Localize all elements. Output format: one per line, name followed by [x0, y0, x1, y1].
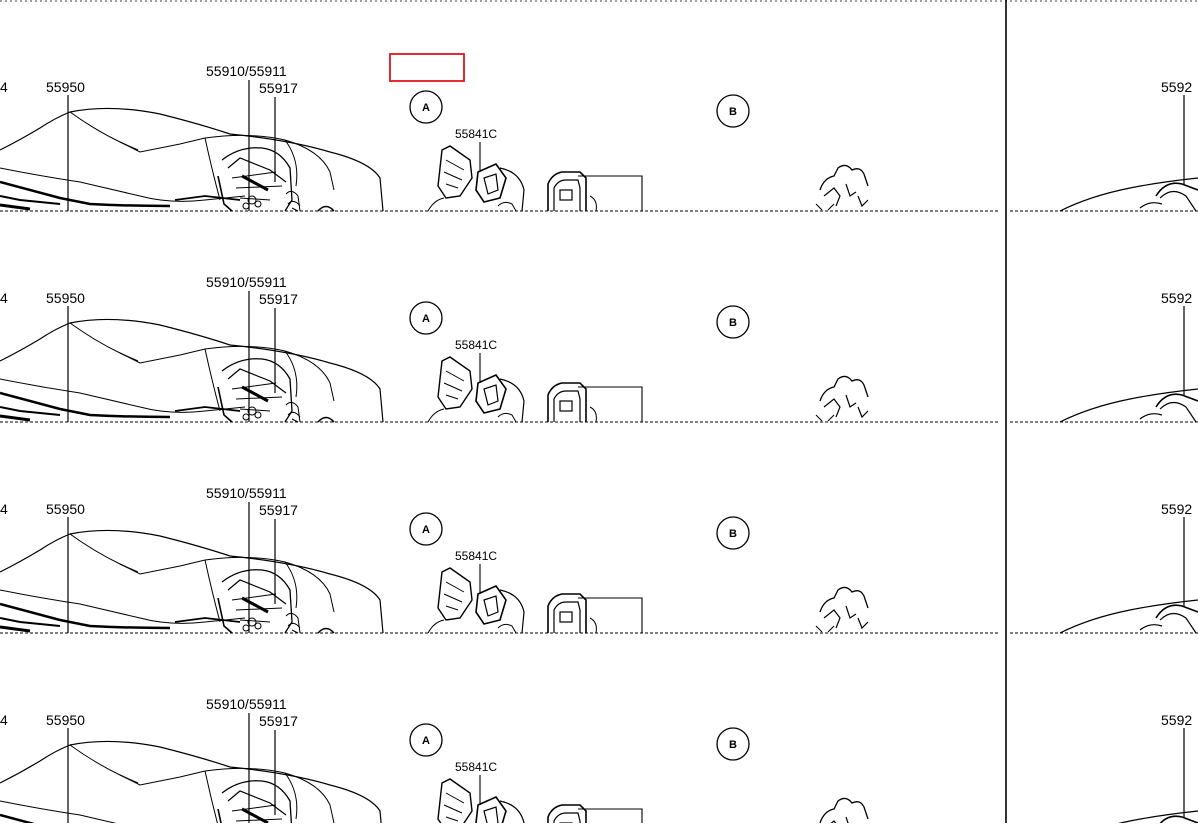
callout-b[interactable]: B	[716, 94, 750, 128]
callout-a-label: A	[422, 102, 430, 114]
callout-a[interactable]: A	[409, 723, 443, 757]
callout-a[interactable]: A	[409, 90, 443, 124]
callout-b-label: B	[729, 528, 737, 540]
callout-a-label: A	[422, 735, 430, 747]
callout-b-label: B	[729, 106, 737, 118]
part-label-55950: 55950	[46, 501, 85, 517]
part-label-55917: 55917	[259, 502, 298, 518]
part-label-55841c: 55841C	[455, 338, 497, 352]
part-label-55917: 55917	[259, 713, 298, 729]
part-label-left-edge: 4	[0, 79, 8, 95]
part-label-55841c: 55841C	[455, 549, 497, 563]
part-label-55910-55911: 55910/55911	[206, 696, 287, 712]
part-label-55950: 55950	[46, 79, 85, 95]
part-label-55910-55911: 55910/55911	[206, 485, 287, 501]
part-label-right-edge: 5592	[1161, 79, 1192, 95]
part-label-55910-55911: 55910/55911	[206, 274, 287, 290]
part-label-55917: 55917	[259, 80, 298, 96]
callout-b[interactable]: B	[716, 305, 750, 339]
part-label-left-edge: 4	[0, 712, 8, 728]
part-label-right-edge: 5592	[1161, 712, 1192, 728]
callout-a-label: A	[422, 524, 430, 536]
part-label-left-edge: 4	[0, 290, 8, 306]
highlight-box[interactable]	[389, 53, 465, 82]
callout-a[interactable]: A	[409, 301, 443, 335]
part-label-right-edge: 5592	[1161, 501, 1192, 517]
callout-b-label: B	[729, 739, 737, 751]
part-label-55841c: 55841C	[455, 127, 497, 141]
part-label-55950: 55950	[46, 290, 85, 306]
callout-b[interactable]: B	[716, 727, 750, 761]
part-label-right-edge: 5592	[1161, 290, 1192, 306]
part-label-55841c: 55841C	[455, 760, 497, 774]
part-label-55917: 55917	[259, 291, 298, 307]
diagram-strip: 4 55950 55910/55911 55917 55841C 5592 A …	[0, 696, 1198, 828]
diagram-strip: 4 55950 55910/55911 55917 55841C 5592 A …	[0, 274, 1198, 424]
diagram-strip: 4 55950 55910/55911 55917 55841C 5592 A …	[0, 485, 1198, 635]
part-label-55910-55911: 55910/55911	[206, 63, 287, 79]
part-label-55950: 55950	[46, 712, 85, 728]
diagram-strip: 4 55950 55910/55911 55917 55841C 5592 A …	[0, 53, 1198, 213]
callout-a-label: A	[422, 313, 430, 325]
callout-b-label: B	[729, 317, 737, 329]
callout-a[interactable]: A	[409, 512, 443, 546]
callout-b[interactable]: B	[716, 516, 750, 550]
part-label-left-edge: 4	[0, 501, 8, 517]
